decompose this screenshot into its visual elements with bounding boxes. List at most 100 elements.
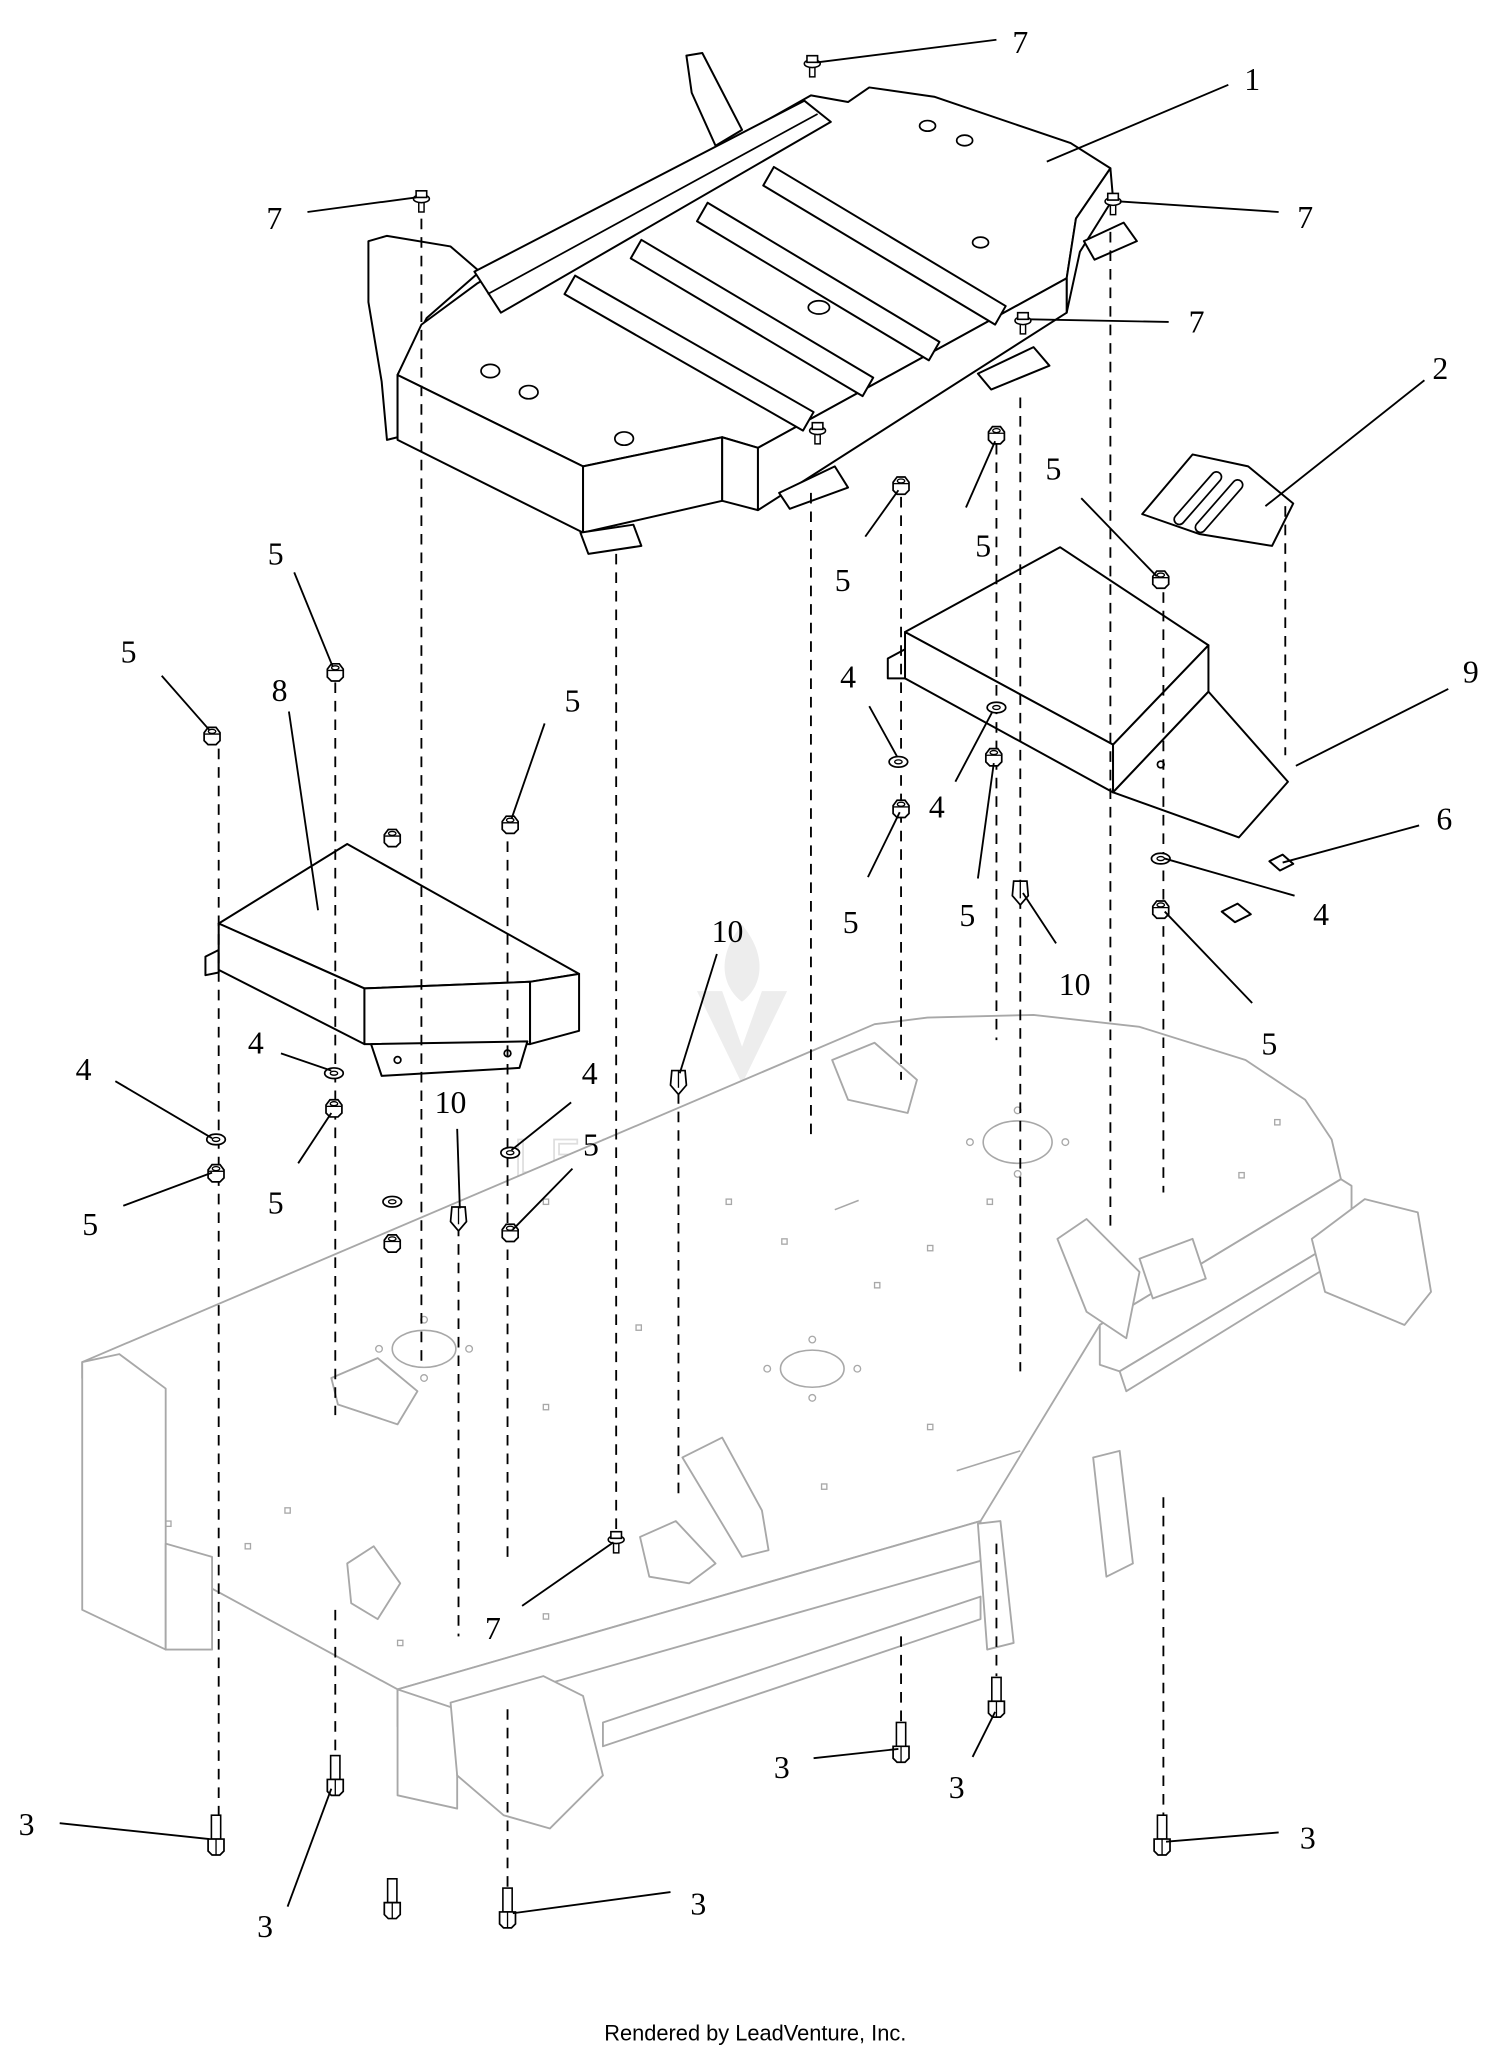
leader-line bbox=[1029, 318, 1169, 323]
clip-icon bbox=[1011, 880, 1030, 906]
floor-pan-tab bbox=[579, 523, 643, 555]
nut-icon bbox=[1151, 900, 1170, 920]
shield-front-face bbox=[363, 980, 532, 1046]
right-front-bracket bbox=[1310, 1198, 1432, 1326]
deck-hole bbox=[375, 1344, 383, 1353]
deck-slot bbox=[873, 1281, 881, 1289]
watermark-flame-icon bbox=[724, 924, 760, 1002]
leader-line bbox=[1282, 824, 1420, 864]
bumper-pad-icon bbox=[1268, 853, 1295, 872]
leader-line bbox=[1165, 1831, 1279, 1843]
nut-icon bbox=[987, 425, 1006, 445]
deck-slot-long bbox=[834, 1199, 859, 1211]
floor-pan-hole bbox=[955, 134, 974, 147]
nut-icon bbox=[203, 726, 221, 746]
part-9-right-shield bbox=[886, 546, 1289, 839]
leader-lines bbox=[59, 38, 1449, 1915]
spindle-hole-center bbox=[779, 1349, 845, 1389]
left-bracket bbox=[330, 1357, 419, 1426]
floor-pan-right-flange bbox=[756, 277, 1068, 512]
callout-label: 4 bbox=[582, 1056, 598, 1091]
leader-line bbox=[510, 723, 546, 820]
deck-slot bbox=[926, 1423, 934, 1431]
part-1-floor-pan bbox=[367, 52, 1138, 555]
bolt-icon bbox=[498, 1887, 517, 1929]
bumper-pad-icon bbox=[1220, 902, 1252, 924]
floor-pan-hole bbox=[971, 236, 990, 249]
shield-left-tab bbox=[204, 949, 220, 977]
leader-line bbox=[976, 763, 995, 879]
callout-label: 7 bbox=[1012, 25, 1028, 60]
callout-label: 5 bbox=[1261, 1027, 1277, 1062]
screw-icon bbox=[803, 54, 822, 78]
part-8-left-shield bbox=[204, 843, 581, 1077]
deck-slot bbox=[986, 1198, 994, 1206]
nut-icon bbox=[383, 1234, 402, 1253]
deck-slot bbox=[926, 1244, 934, 1252]
deck-hole bbox=[763, 1364, 772, 1373]
callout-label: 5 bbox=[268, 536, 284, 571]
shield-side-face bbox=[529, 972, 581, 1046]
callout-label: 2 bbox=[1432, 351, 1448, 386]
leader-line bbox=[286, 1788, 333, 1907]
floor-pan-hole bbox=[807, 299, 831, 315]
leader-line bbox=[1164, 857, 1295, 897]
screw-icon bbox=[1104, 192, 1122, 216]
callout-labels: 7 1 7 7 7 2 5 5 5 5 5 8 5 9 4 4 6 5 5 10… bbox=[19, 25, 1479, 1944]
deck-top-surface bbox=[81, 1013, 1342, 1691]
leader-line bbox=[864, 489, 900, 538]
callout-label: 9 bbox=[1463, 654, 1479, 689]
callout-label: 6 bbox=[1436, 801, 1452, 836]
floor-pan-hole bbox=[518, 384, 539, 400]
callout-label: 7 bbox=[1297, 200, 1313, 235]
leader-line bbox=[280, 1052, 332, 1072]
washer-icon bbox=[500, 1146, 521, 1159]
callout-label: 1 bbox=[1244, 62, 1260, 97]
leader-line bbox=[971, 1711, 996, 1758]
nut-icon bbox=[892, 799, 910, 819]
leader-line bbox=[813, 1748, 899, 1760]
bolt-icon bbox=[326, 1754, 345, 1797]
callout-label: 5 bbox=[583, 1127, 599, 1162]
floor-pan-tube bbox=[473, 99, 832, 314]
deck-hole bbox=[465, 1344, 474, 1353]
deck-slot bbox=[725, 1198, 733, 1206]
callout-label: 4 bbox=[1313, 897, 1329, 932]
leader-line bbox=[297, 1112, 333, 1164]
washer-icon bbox=[986, 701, 1007, 714]
callout-label: 5 bbox=[975, 528, 991, 563]
floor-pan-tab bbox=[976, 346, 1051, 391]
washer-icon bbox=[888, 755, 909, 769]
shield-left-flange bbox=[886, 648, 907, 680]
nut-icon bbox=[501, 815, 519, 835]
washer-icon bbox=[382, 1195, 403, 1208]
spindle-hole-right bbox=[982, 1120, 1053, 1165]
deck-slot bbox=[1238, 1171, 1245, 1179]
leader-line bbox=[1046, 83, 1229, 163]
floor-pan-hole bbox=[480, 363, 501, 379]
leader-line bbox=[965, 440, 996, 508]
leader-line bbox=[1264, 379, 1425, 507]
deck-slot bbox=[396, 1639, 404, 1647]
leader-line bbox=[954, 711, 994, 783]
plate-slot bbox=[1196, 480, 1242, 532]
center-bracket-b bbox=[639, 1520, 717, 1585]
callout-label: 5 bbox=[268, 1186, 284, 1221]
floor-pan-notch bbox=[721, 436, 759, 512]
deck-slot-long bbox=[956, 1450, 1021, 1472]
leader-line bbox=[1080, 497, 1158, 578]
deck-hole bbox=[1013, 1169, 1022, 1178]
watermark-v-icon bbox=[697, 991, 788, 1084]
left-front-bracket bbox=[449, 1675, 604, 1830]
leader-line bbox=[678, 953, 718, 1074]
leader-line bbox=[122, 1171, 213, 1207]
floor-pan-hole bbox=[613, 431, 635, 447]
side-bracket-right bbox=[1092, 1449, 1134, 1578]
leader-line bbox=[867, 811, 901, 878]
plate-slot bbox=[1175, 472, 1221, 524]
deck-slot bbox=[542, 1403, 550, 1411]
deck-hole bbox=[420, 1373, 429, 1382]
hardware bbox=[203, 54, 1295, 1929]
callout-label: 7 bbox=[485, 1611, 501, 1646]
small-bracket-left bbox=[346, 1545, 402, 1621]
